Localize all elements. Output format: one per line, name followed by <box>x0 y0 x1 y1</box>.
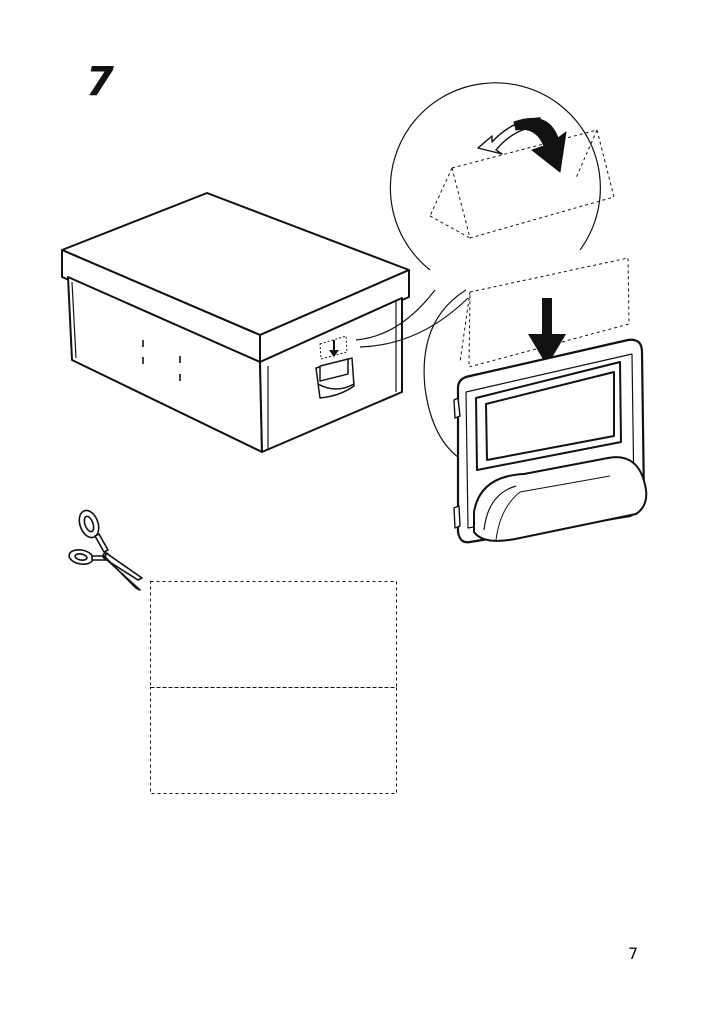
zoom-callout-insert <box>423 289 467 461</box>
cutout-label-bottom <box>150 687 397 794</box>
zoom-callout-fold <box>389 82 601 271</box>
cutout-label-top <box>150 581 397 688</box>
step-number: 7 <box>86 59 114 105</box>
insert-down-arrow-icon <box>528 298 566 366</box>
cutout-label-sheet <box>150 581 397 794</box>
storage-box-icon <box>61 192 410 453</box>
scissors-icon <box>68 509 143 591</box>
label-holder-small-icon <box>315 357 355 399</box>
page-number: 7 <box>628 944 639 963</box>
fold-arrow-icon <box>513 118 567 173</box>
small-down-arrow-icon <box>329 340 339 357</box>
label-holder-icon <box>453 338 648 544</box>
